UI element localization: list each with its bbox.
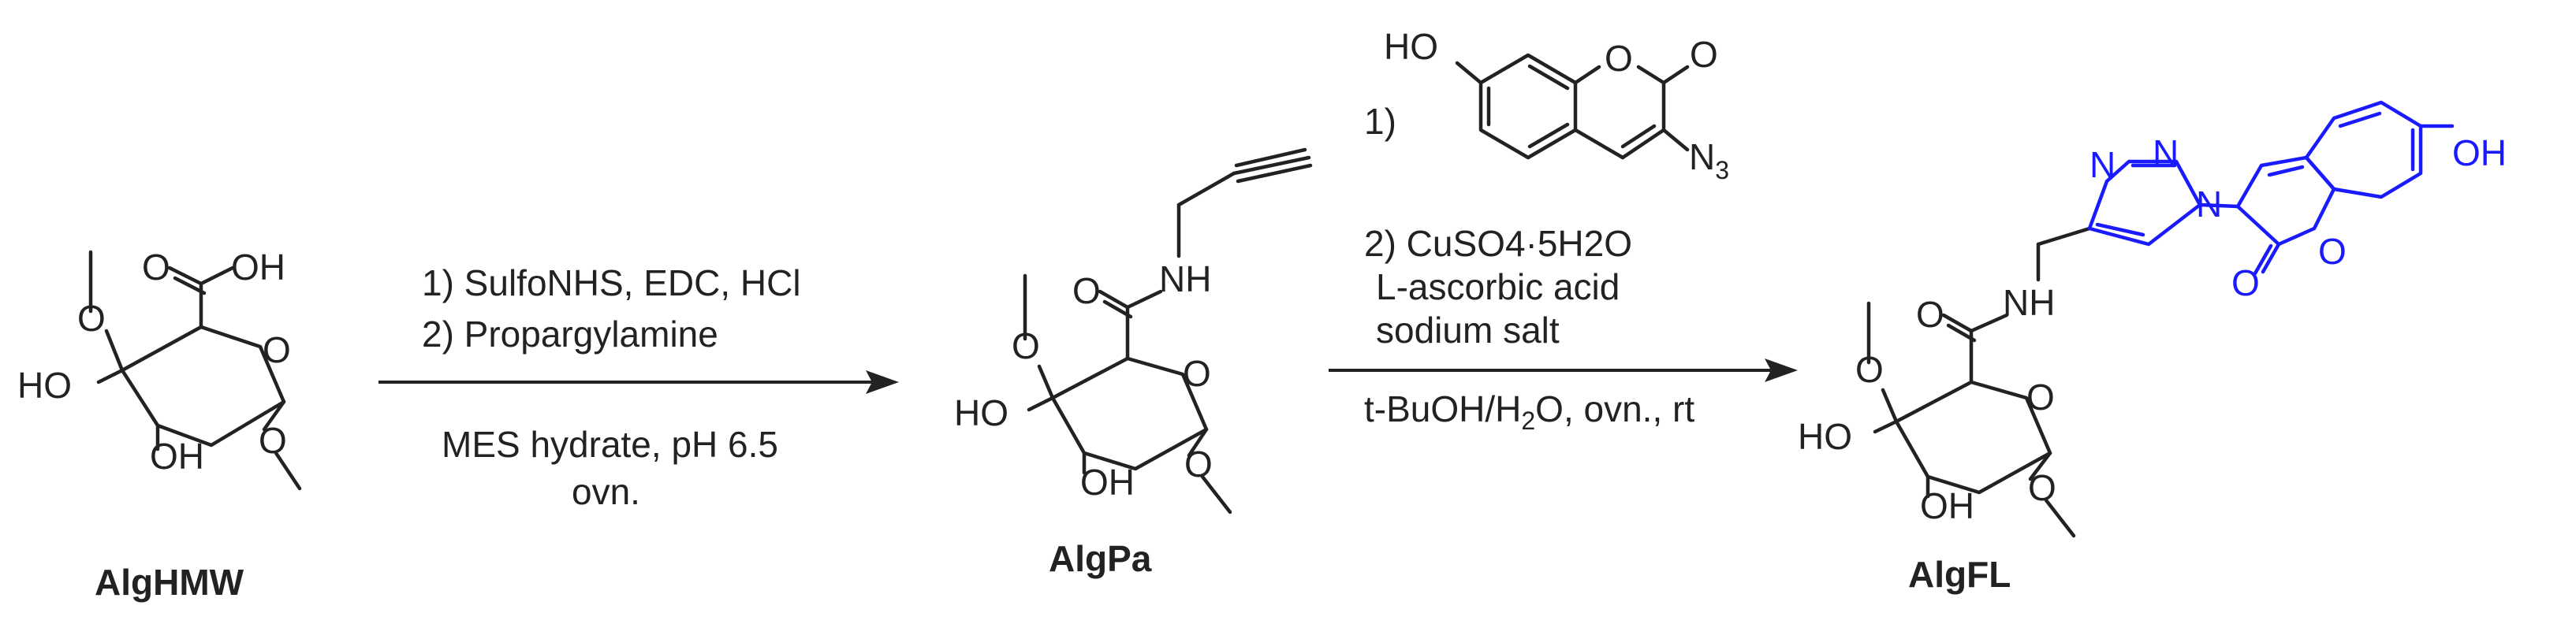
c1-oxo: O <box>142 247 170 288</box>
compound-label-alghmw: AlgHMW <box>95 562 244 603</box>
azide-n: N <box>1689 136 1715 177</box>
c2-ring-o: O <box>1183 353 1211 394</box>
step1-reagent-2: 2) Propargylamine <box>422 314 718 355</box>
c3-triazole-n1: N <box>2090 144 2116 185</box>
c2-nh: NH <box>1159 258 1211 299</box>
reagent-carbonyl-o: O <box>1690 34 1718 75</box>
reagent-azide: N3 <box>1689 136 1729 184</box>
c1-ho: HO <box>17 365 72 406</box>
c1-acid-oh: OH <box>231 247 285 288</box>
compound-algpa-structure <box>1023 147 1313 514</box>
step2-solvent-sub: 2 <box>1521 407 1535 435</box>
reaction-arrowhead-2 <box>1765 358 1798 382</box>
step2-reagent-2: 2) CuSO4·5H2O <box>1364 223 1632 264</box>
compound-alghmw-structure <box>88 250 302 491</box>
c3-coumarin-carbonyl-o: O <box>2231 262 2260 303</box>
c3-c4-ome-o: O <box>1855 349 1884 390</box>
c3-coumarin-oh: OH <box>2452 132 2507 173</box>
compound-label-algfl: AlgFL <box>1908 554 2011 595</box>
step2-solvent-b: O, ovn., rt <box>1535 388 1694 429</box>
c1-c4-ome-o: O <box>77 298 106 339</box>
azidocoumarin-reagent-structure <box>1455 53 1690 160</box>
step1-condition-1: MES hydrate, pH 6.5 <box>442 424 778 465</box>
c2-oh: OH <box>1080 462 1135 503</box>
c1-c1-ome-o: O <box>259 420 287 461</box>
compound-algfl-structure <box>1866 226 2092 538</box>
c3-ho: HO <box>1798 416 1852 457</box>
c2-c4-ome-o: O <box>1012 325 1040 366</box>
reagent-ho: HO <box>1384 26 1438 67</box>
step2-reagent-3: L-ascorbic acid <box>1376 266 1620 307</box>
c2-oxo: O <box>1072 270 1101 311</box>
c3-triazole-n2: N <box>2153 132 2179 173</box>
triazole-coumarin-structure <box>2087 100 2455 276</box>
c1-ring-o: O <box>263 329 291 370</box>
step2-reagent-1-number: 1) <box>1364 101 1396 142</box>
step2-solvent-condition: t-BuOH/H2O, ovn., rt <box>1364 388 1694 435</box>
c3-c1-ome-o: O <box>2028 467 2056 508</box>
c3-coumarin-ring-o: O <box>2318 231 2347 272</box>
c3-triazole-n3: N <box>2196 184 2222 225</box>
compound-label-algpa: AlgPa <box>1049 538 1152 579</box>
reagent-ring-o: O <box>1605 38 1633 79</box>
step1-condition-2: ovn. <box>572 471 640 512</box>
c1-oh: OH <box>150 436 204 477</box>
step1-reagent-1: 1) SulfoNHS, EDC, HCl <box>422 262 801 303</box>
azide-subscript: 3 <box>1715 156 1729 184</box>
c2-c1-ome-o: O <box>1184 444 1213 485</box>
step2-reagent-4: sodium salt <box>1376 310 1560 351</box>
c3-oh: OH <box>1920 485 1974 526</box>
step2-solvent-a: t-BuOH/H <box>1364 388 1521 429</box>
c3-ring-o: O <box>2026 377 2055 418</box>
c2-ho: HO <box>954 392 1008 433</box>
reaction-arrowhead-1 <box>866 370 899 394</box>
c3-oxo: O <box>1916 294 1944 335</box>
c3-nh: NH <box>2003 282 2055 323</box>
